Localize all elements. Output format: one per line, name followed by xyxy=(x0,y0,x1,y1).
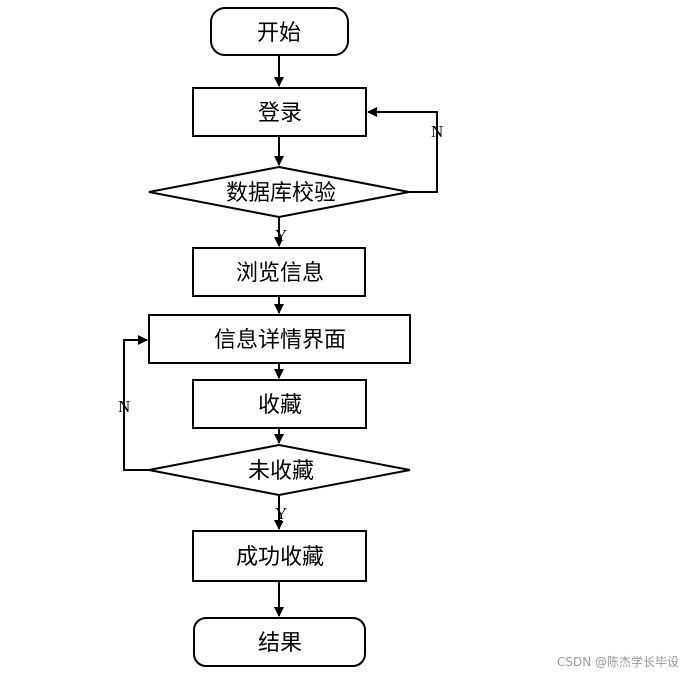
detail-box xyxy=(148,314,411,364)
success-box xyxy=(192,530,367,582)
detail-label: 信息详情界面 xyxy=(214,328,346,353)
end-label: 结果 xyxy=(258,631,302,656)
login-label: 登录 xyxy=(258,101,302,126)
browse-box xyxy=(192,247,366,297)
db-check-yes-label: Y xyxy=(275,226,287,245)
not-favorited-yes-label: Y xyxy=(275,504,287,523)
login-box xyxy=(192,87,367,137)
not-favorited-label: 未收藏 xyxy=(248,459,314,484)
browse-label: 浏览信息 xyxy=(236,261,324,286)
favorite-box xyxy=(192,379,367,429)
favorite-label: 收藏 xyxy=(258,393,302,418)
end-terminal xyxy=(193,617,366,667)
db-check-no-label: N xyxy=(431,122,443,141)
y-label-bg-2 xyxy=(282,505,296,521)
y-label-bg-1 xyxy=(282,227,296,243)
watermark: CSDN @陈杰学长毕设 xyxy=(556,655,679,669)
db-check-label: 数据库校验 xyxy=(226,181,336,206)
start-label: 开始 xyxy=(257,21,301,46)
success-label: 成功收藏 xyxy=(236,545,324,570)
not-favorited-no-path xyxy=(123,335,149,471)
db-check-no-path xyxy=(367,107,438,193)
not-favorited-no-label: N xyxy=(118,397,130,416)
